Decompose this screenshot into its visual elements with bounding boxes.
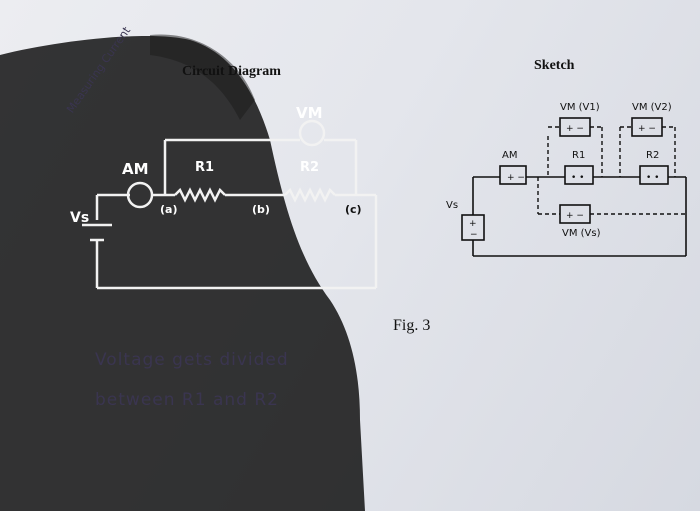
circuit-main (82, 119, 378, 290)
diagram-title: Circuit Diagram (182, 64, 281, 79)
source-label: Vs (70, 210, 90, 226)
r1-label: R1 (195, 160, 215, 175)
r2-label: R2 (300, 160, 320, 175)
sketch-vs-minus: − (470, 230, 478, 240)
handwritten-note-line1: Voltage gets divided (95, 350, 289, 370)
sketch-vm2-label: VM (V2) (632, 102, 672, 113)
hand-shadow (0, 35, 365, 511)
sketch-vm1-polarity: + − (566, 124, 584, 134)
sketch-r2-dots: • • (646, 173, 659, 183)
sketch-vm1-label: VM (V1) (560, 102, 600, 113)
sketch-r2-label: R2 (646, 150, 660, 161)
sketch-vms-label: VM (Vs) (562, 228, 601, 239)
handwritten-note-line2: between R1 and R2 (95, 390, 279, 410)
sketch-vs-plus: + (469, 219, 477, 229)
node-c-label: (c) (345, 203, 362, 216)
node-a-label: (a) (160, 203, 178, 216)
sketch-am-polarity: + − (507, 173, 525, 183)
sketch-vs-label: Vs (446, 200, 459, 211)
sketch-r1-label: R1 (572, 150, 586, 161)
figure-caption: Fig. 3 (393, 317, 431, 334)
ammeter-label: AM (122, 160, 149, 178)
node-b-label: (b) (252, 203, 270, 216)
hand-shadow-edge (150, 34, 255, 121)
sketch-vm2-polarity: + − (638, 124, 656, 134)
sketch-r1-dots: • • (571, 173, 584, 183)
sketch-vms-polarity: + − (566, 211, 584, 221)
voltmeter-label: VM (296, 104, 323, 122)
sketch-am-label: AM (502, 150, 518, 161)
sketch-title: Sketch (534, 58, 575, 73)
